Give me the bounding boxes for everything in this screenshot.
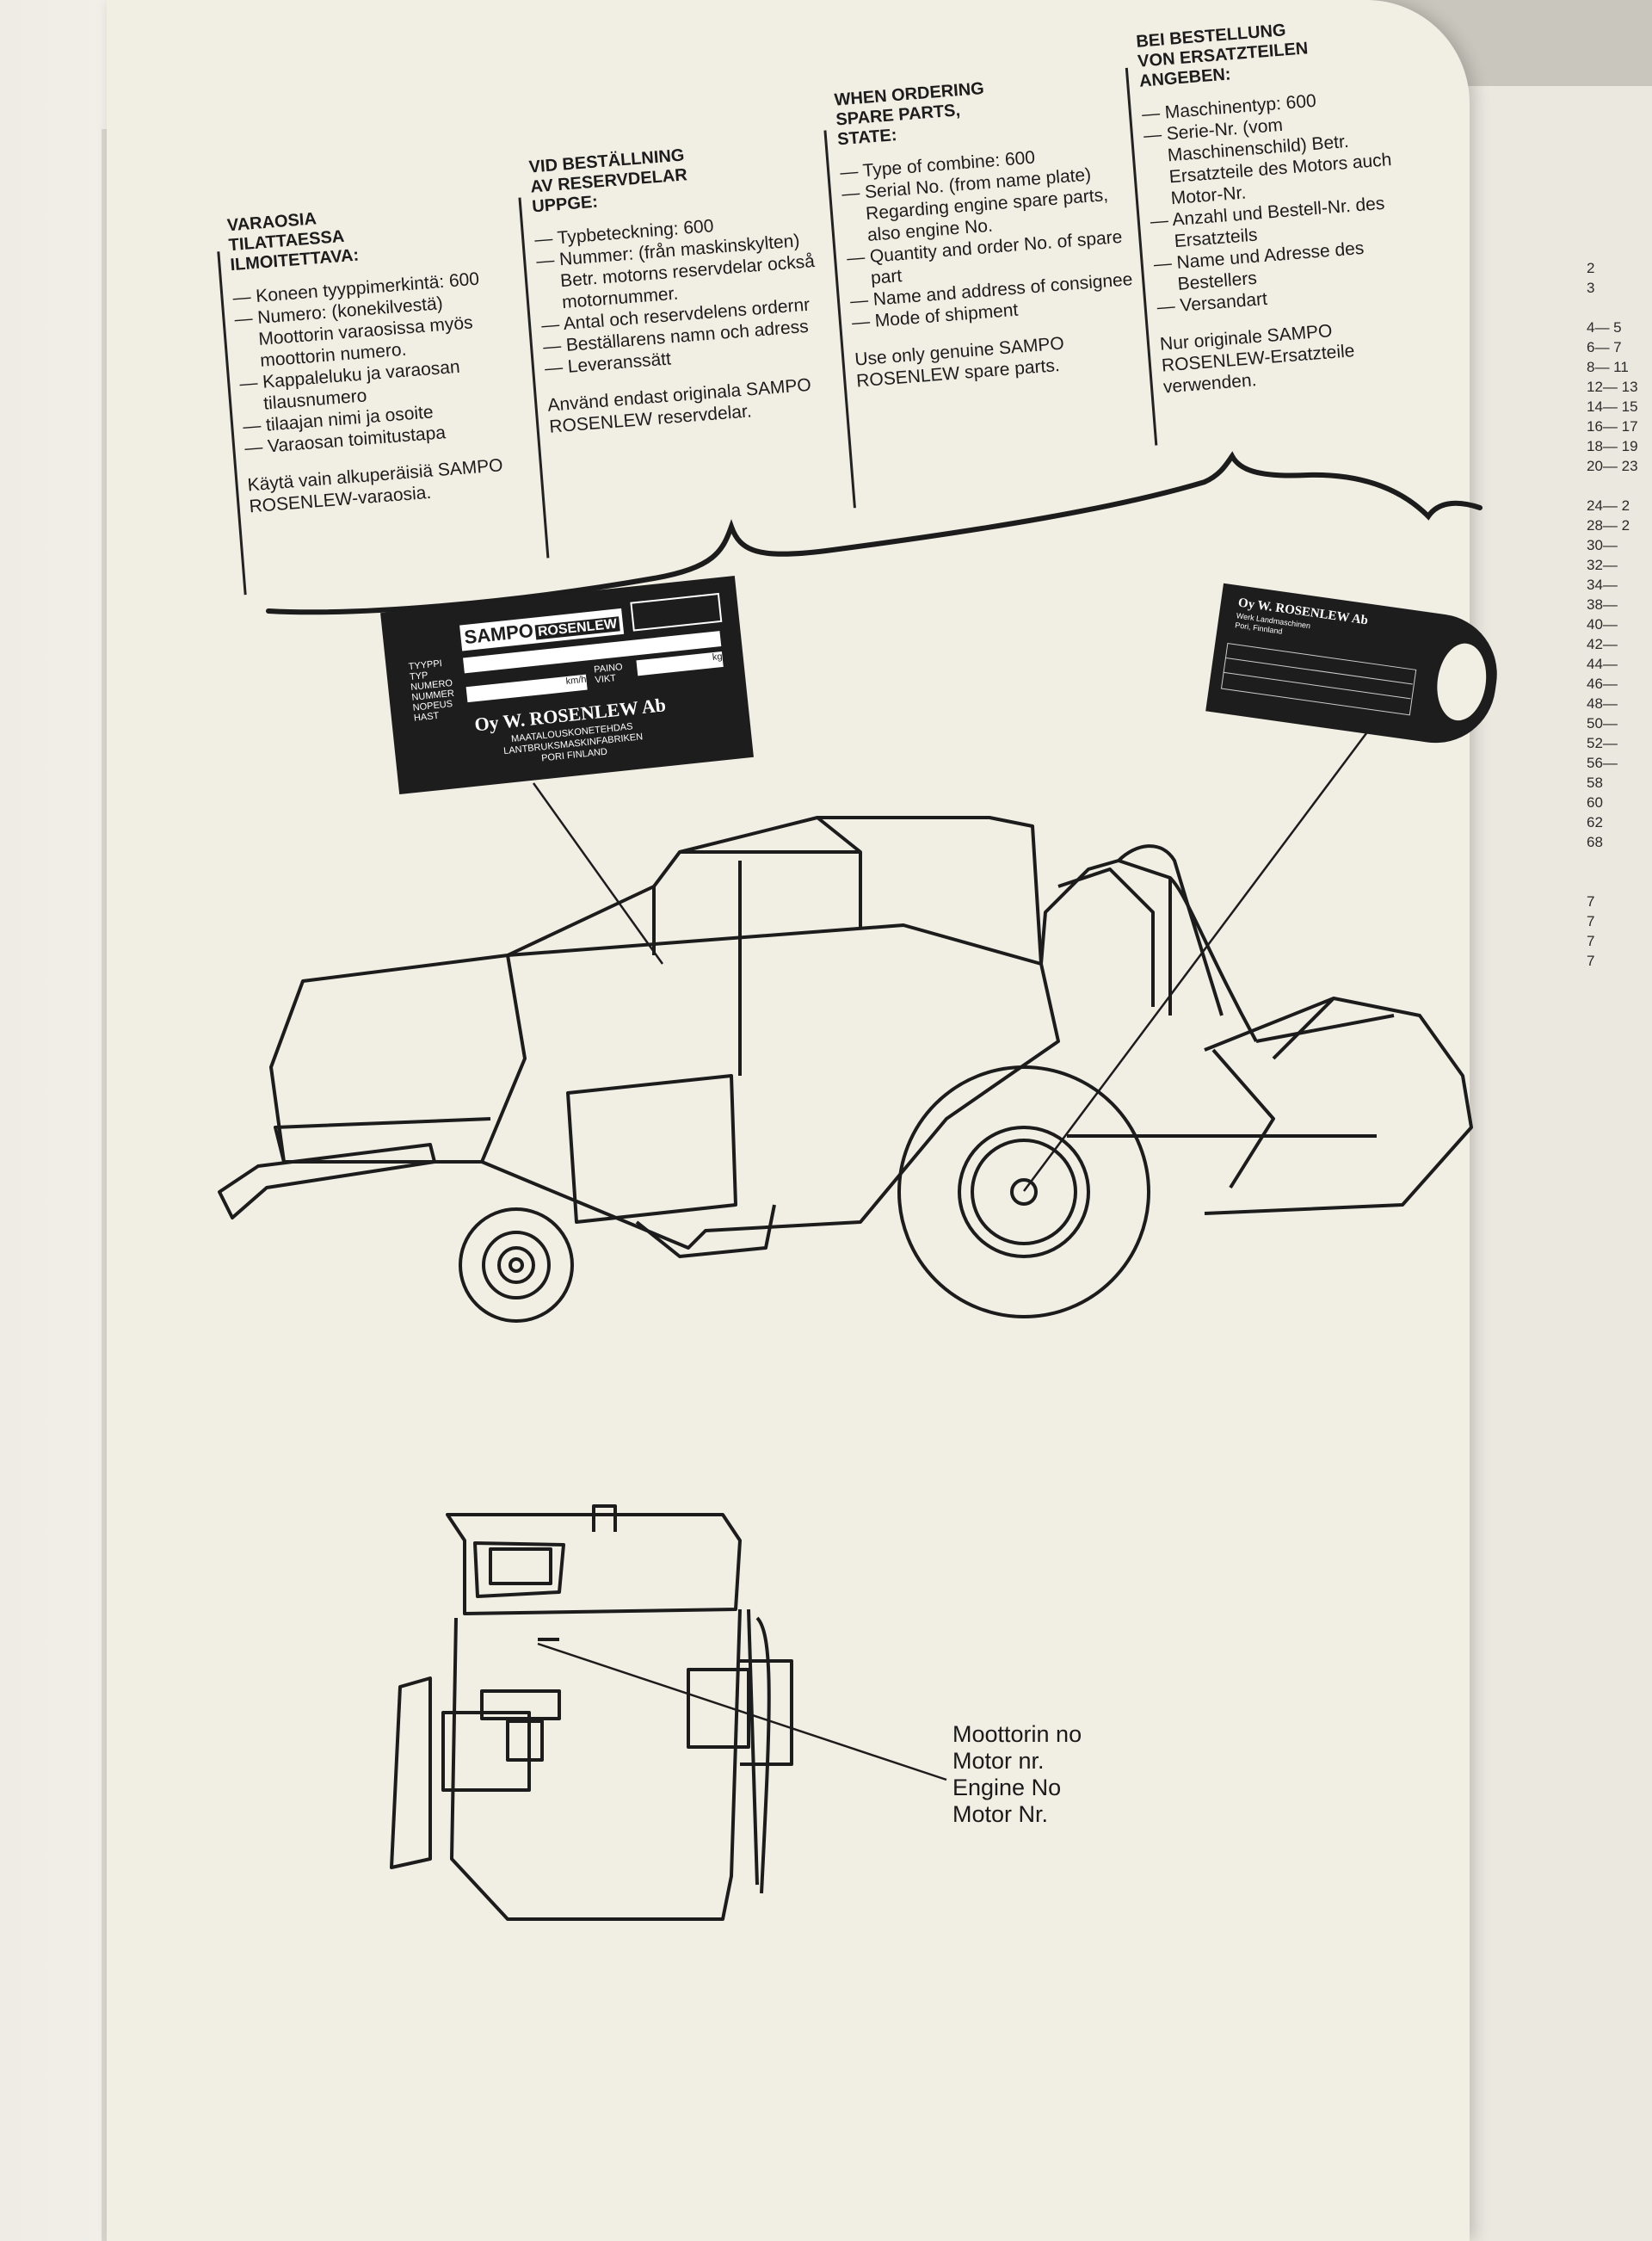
index-number: 40— (1587, 616, 1618, 633)
manual-page (107, 0, 1470, 2241)
index-number: 56— (1587, 755, 1618, 771)
plate2-fields (1220, 643, 1417, 716)
plate-labels: TYYPPI TYP NUMERO NUMMER NOPEUS HAST (408, 657, 457, 724)
index-number: 2 (1587, 260, 1595, 276)
index-number: 7 (1587, 913, 1595, 929)
plate-unit-kmh: km/h (565, 674, 588, 688)
index-number: 58 (1587, 775, 1603, 791)
index-number: 20— 23 (1587, 458, 1638, 474)
index-number: 18— 19 (1587, 438, 1638, 454)
index-number: 14— 15 (1587, 398, 1638, 415)
engine-label-fi: Moottorin no (952, 1721, 1082, 1747)
plate-leader-line (532, 782, 664, 965)
engine-label-de: Motor Nr. (952, 1801, 1049, 1827)
plate-leader-line-2 (1022, 705, 1389, 1192)
index-number: 3 (1587, 280, 1595, 296)
index-number: 34— (1587, 577, 1618, 593)
index-number: 30— (1587, 537, 1618, 553)
index-number: 46— (1587, 676, 1618, 692)
plate-label-vikt: VIKT (594, 673, 617, 686)
index-number: 48— (1587, 695, 1618, 712)
index-number: 42— (1587, 636, 1618, 652)
plate-brand-rosenlew: ROSENLEW (534, 616, 620, 640)
index-number: 24— 2 (1587, 497, 1630, 514)
plate-weight-labels: PAINO VIKT (594, 662, 625, 685)
index-number: 62 (1587, 814, 1603, 830)
index-number: 52— (1587, 735, 1618, 751)
index-number: 60 (1587, 794, 1603, 811)
engine-label-sv: Motor nr. (952, 1748, 1045, 1774)
index-number: 7 (1587, 893, 1595, 910)
page-edge (102, 129, 108, 2241)
index-number: 12— 13 (1587, 379, 1638, 395)
index-number: 28— 2 (1587, 517, 1630, 534)
index-number: 32— (1587, 557, 1618, 573)
engine-label-en: Engine No (952, 1775, 1062, 1800)
index-number: 7 (1587, 953, 1595, 969)
index-number: 4— 5 (1587, 319, 1622, 336)
index-number: 44— (1587, 656, 1618, 672)
plate-field-weight: kg (636, 651, 724, 676)
combine-harvester-drawing (218, 816, 1473, 1323)
plate-unit-kg: kg (712, 651, 724, 664)
index-column: 2 3 4— 5 6— 7 8— 11 12— 13 14— 15 16— 17 18— 19… (1587, 258, 1652, 971)
engine-drawing (390, 1504, 793, 1921)
index-number: 68 (1587, 834, 1603, 850)
index-number: 8— 11 (1587, 359, 1629, 375)
index-number: 6— 7 (1587, 339, 1622, 355)
brace-line (266, 451, 1482, 615)
engine-number-label: Moottorin no Motor nr. Engine No Motor N… (952, 1721, 1082, 1828)
engine-leader-line (537, 1642, 947, 1781)
plate-brand-sampo: SAMPO (463, 619, 535, 649)
plate2-hole (1432, 639, 1491, 724)
index-number: 50— (1587, 715, 1618, 732)
index-number: 38— (1587, 596, 1618, 613)
plate-field-speed: km/h (465, 674, 588, 703)
index-number: 16— 17 (1587, 418, 1638, 435)
plate-blank-field (630, 592, 723, 632)
index-number: 7 (1587, 933, 1595, 949)
